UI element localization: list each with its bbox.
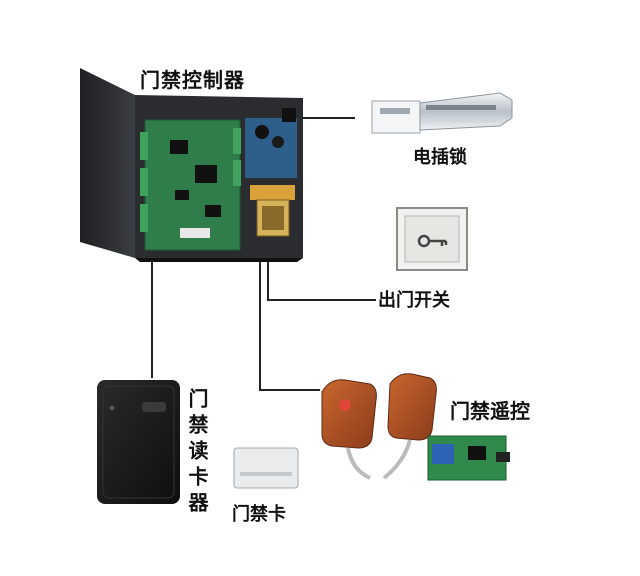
- electric-lock: [371, 92, 513, 134]
- card-reader-label: 门禁读卡器: [185, 387, 209, 518]
- access-card: [233, 447, 299, 489]
- remote-control-label: 门禁遥控: [450, 399, 530, 423]
- cabinet-door: [80, 68, 135, 258]
- controller-label: 门禁控制器: [140, 68, 245, 92]
- exit-button-label: 出门开关: [378, 289, 450, 311]
- electric-lock-label: 电插锁: [413, 146, 467, 168]
- controller-box: [80, 68, 303, 262]
- remote-control-2: [382, 373, 437, 480]
- wires: [151, 117, 376, 391]
- key-icon: [417, 234, 448, 248]
- wire-to-exit-button: [267, 258, 376, 301]
- card-reader: [97, 380, 180, 504]
- wire-to-remote: [259, 258, 320, 391]
- receiver-board: [427, 435, 510, 481]
- remote-control-1: [321, 379, 377, 480]
- exit-button: [396, 207, 468, 271]
- access-card-label: 门禁卡: [232, 503, 286, 525]
